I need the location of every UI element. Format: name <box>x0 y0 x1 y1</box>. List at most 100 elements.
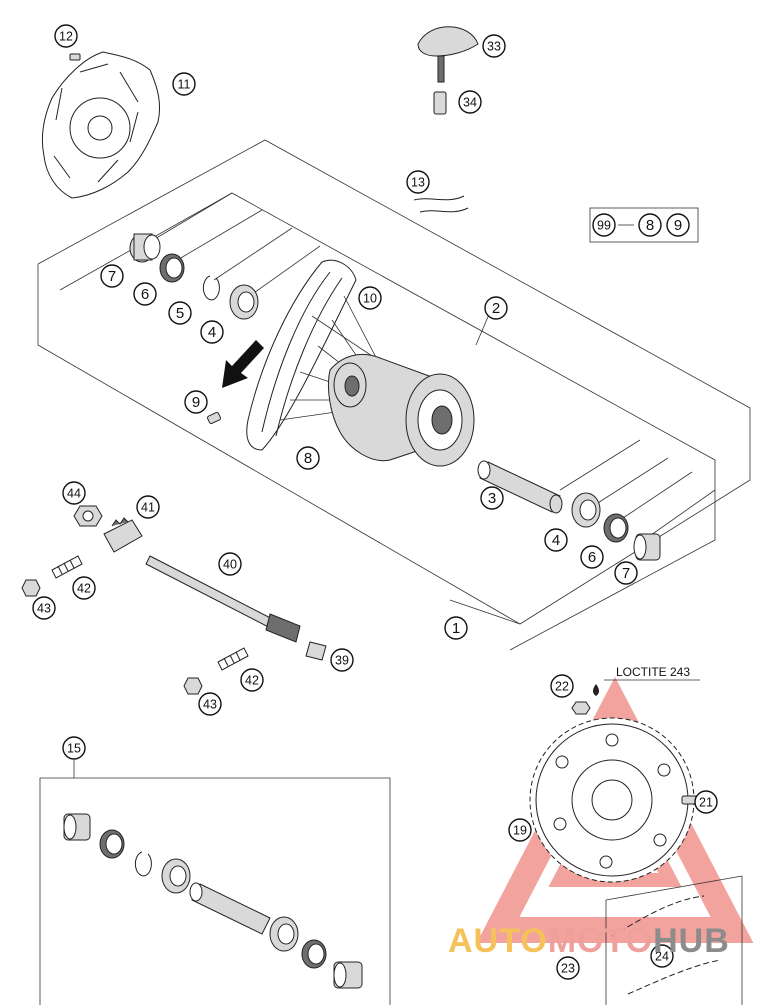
adjuster-bolt <box>51 555 83 579</box>
left-seal <box>159 253 185 283</box>
callout-13: 13 <box>406 170 430 194</box>
leader-lines <box>147 192 716 625</box>
callout-label: 2 <box>492 300 500 317</box>
callout-22: 22 <box>550 674 574 698</box>
axle-bolt <box>305 641 327 661</box>
callout-4: 4 <box>200 320 224 344</box>
callout-circle <box>694 790 718 814</box>
callout-circle <box>32 596 56 620</box>
callout-15: 15 <box>62 736 86 760</box>
callout-label: 41 <box>141 501 155 515</box>
callout-circle <box>550 674 574 698</box>
callout-label: 8 <box>646 217 654 234</box>
callout-circle <box>62 736 86 760</box>
callout-circle <box>484 296 508 320</box>
callout-label: 9 <box>674 217 682 234</box>
callout-33: 33 <box>482 34 506 58</box>
callout-label: 42 <box>77 582 91 596</box>
callout-label: 40 <box>223 558 237 572</box>
callout-circle <box>296 446 320 470</box>
callout-42b: 42 <box>240 668 264 692</box>
callout-label: 24 <box>655 950 669 964</box>
callout-43: 43 <box>32 596 56 620</box>
bearing-kit-box <box>39 760 391 1005</box>
callout-40: 40 <box>218 552 242 576</box>
callout-9a: 9 <box>666 213 690 237</box>
callout-label: 6 <box>588 549 596 566</box>
kit-bearing-2 <box>269 916 299 952</box>
callout-label: 21 <box>699 796 713 810</box>
callout-circle <box>168 301 192 325</box>
callout-label: 22 <box>555 680 569 694</box>
callout-label: 1 <box>452 620 460 637</box>
callout-label: 3 <box>488 490 496 507</box>
callout-label: 13 <box>411 176 425 190</box>
sprocket <box>529 717 695 883</box>
kit-bearing <box>161 858 191 894</box>
hub <box>327 354 475 467</box>
callout-34: 34 <box>458 90 482 114</box>
callout-circle <box>650 944 674 968</box>
adjuster-bolt-2 <box>217 647 249 671</box>
callout-3: 3 <box>480 486 504 510</box>
callout-circle <box>508 818 532 842</box>
callout-4b: 4 <box>544 528 568 552</box>
callout-label: 7 <box>108 268 116 285</box>
callout-1: 1 <box>444 616 468 640</box>
kit-spacer-2 <box>333 961 363 989</box>
callout-label: 10 <box>363 292 377 306</box>
callout-circle <box>580 545 604 569</box>
chain-adjuster-left <box>103 517 143 553</box>
callout-5: 5 <box>168 301 192 325</box>
callout-label: 9 <box>192 394 200 411</box>
brake-disc <box>41 51 161 199</box>
callout-99: 99 <box>592 213 616 237</box>
kit-seal-2 <box>301 939 327 969</box>
callout-circle <box>480 486 504 510</box>
callout-10: 10 <box>358 286 382 310</box>
left-spacer <box>129 233 161 263</box>
rim <box>246 259 357 451</box>
kit-box-99 <box>589 207 699 243</box>
callout-circle <box>218 552 242 576</box>
watermark-text: AUTOMOTOHUB <box>448 922 730 960</box>
callout-19: 19 <box>508 818 532 842</box>
callout-23: 23 <box>556 956 580 980</box>
spoke-nipple <box>207 411 221 425</box>
callout-label: 42 <box>245 674 259 688</box>
callout-label: 8 <box>304 450 312 467</box>
callout-9: 9 <box>184 390 208 414</box>
callout-44: 44 <box>62 481 86 505</box>
callout-circle <box>592 213 616 237</box>
callout-circle <box>136 495 160 519</box>
callout-6b: 6 <box>580 545 604 569</box>
adjuster-nut <box>21 579 41 597</box>
spacer-tube <box>477 460 563 514</box>
circlip <box>202 275 220 301</box>
callout-circle <box>638 213 662 237</box>
callout-label: 4 <box>208 324 216 341</box>
callout-circle <box>666 213 690 237</box>
callout-label: 19 <box>513 824 527 838</box>
adjuster-nut-2 <box>183 677 203 695</box>
callout-circle <box>544 528 568 552</box>
callout-label: 33 <box>487 40 501 54</box>
callout-circle <box>614 561 638 585</box>
callout-43b: 43 <box>198 692 222 716</box>
loctite-label: LOCTITE 243 <box>616 665 690 679</box>
rotation-arrow <box>222 340 264 388</box>
chain <box>611 895 721 995</box>
callout-circle <box>172 72 196 96</box>
callout-label: 34 <box>463 96 477 110</box>
callout-circle <box>100 264 124 288</box>
callout-circle <box>330 648 354 672</box>
rim-tape <box>413 195 469 213</box>
kit-spacer <box>63 813 91 841</box>
loctite-drop <box>593 684 599 696</box>
callout-label: 44 <box>67 487 81 501</box>
callout-7b: 7 <box>614 561 638 585</box>
callout-circle <box>556 956 580 980</box>
callout-2: 2 <box>484 296 508 320</box>
callout-7: 7 <box>100 264 124 288</box>
